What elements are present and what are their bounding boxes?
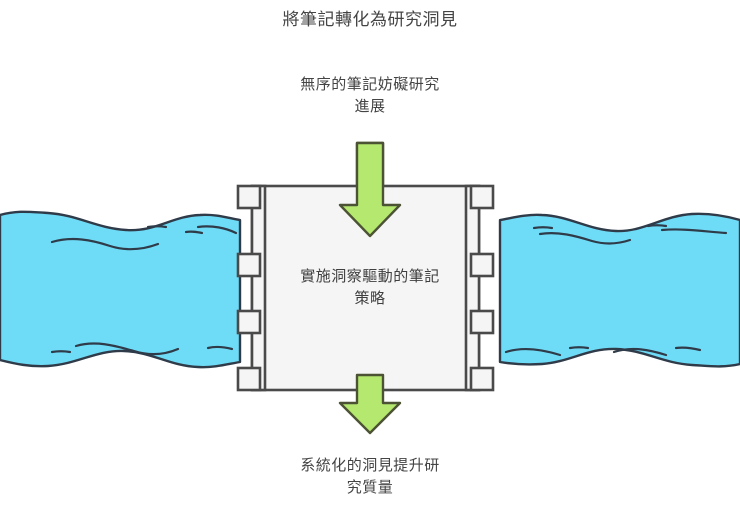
bottom-caption-text: 系統化的洞見提升研 究質量 xyxy=(300,457,440,496)
arrow-down-top-front xyxy=(338,141,402,238)
water-right xyxy=(498,212,740,368)
dam-center-label: 實施洞察驅動的筆記 策略 xyxy=(300,268,440,307)
diagram-title: 將筆記轉化為研究洞見 xyxy=(282,10,458,29)
top-caption-text: 無序的筆記妨礙研究 進展 xyxy=(300,76,440,115)
arrow-down-bottom xyxy=(338,373,402,435)
water-left xyxy=(0,210,242,369)
